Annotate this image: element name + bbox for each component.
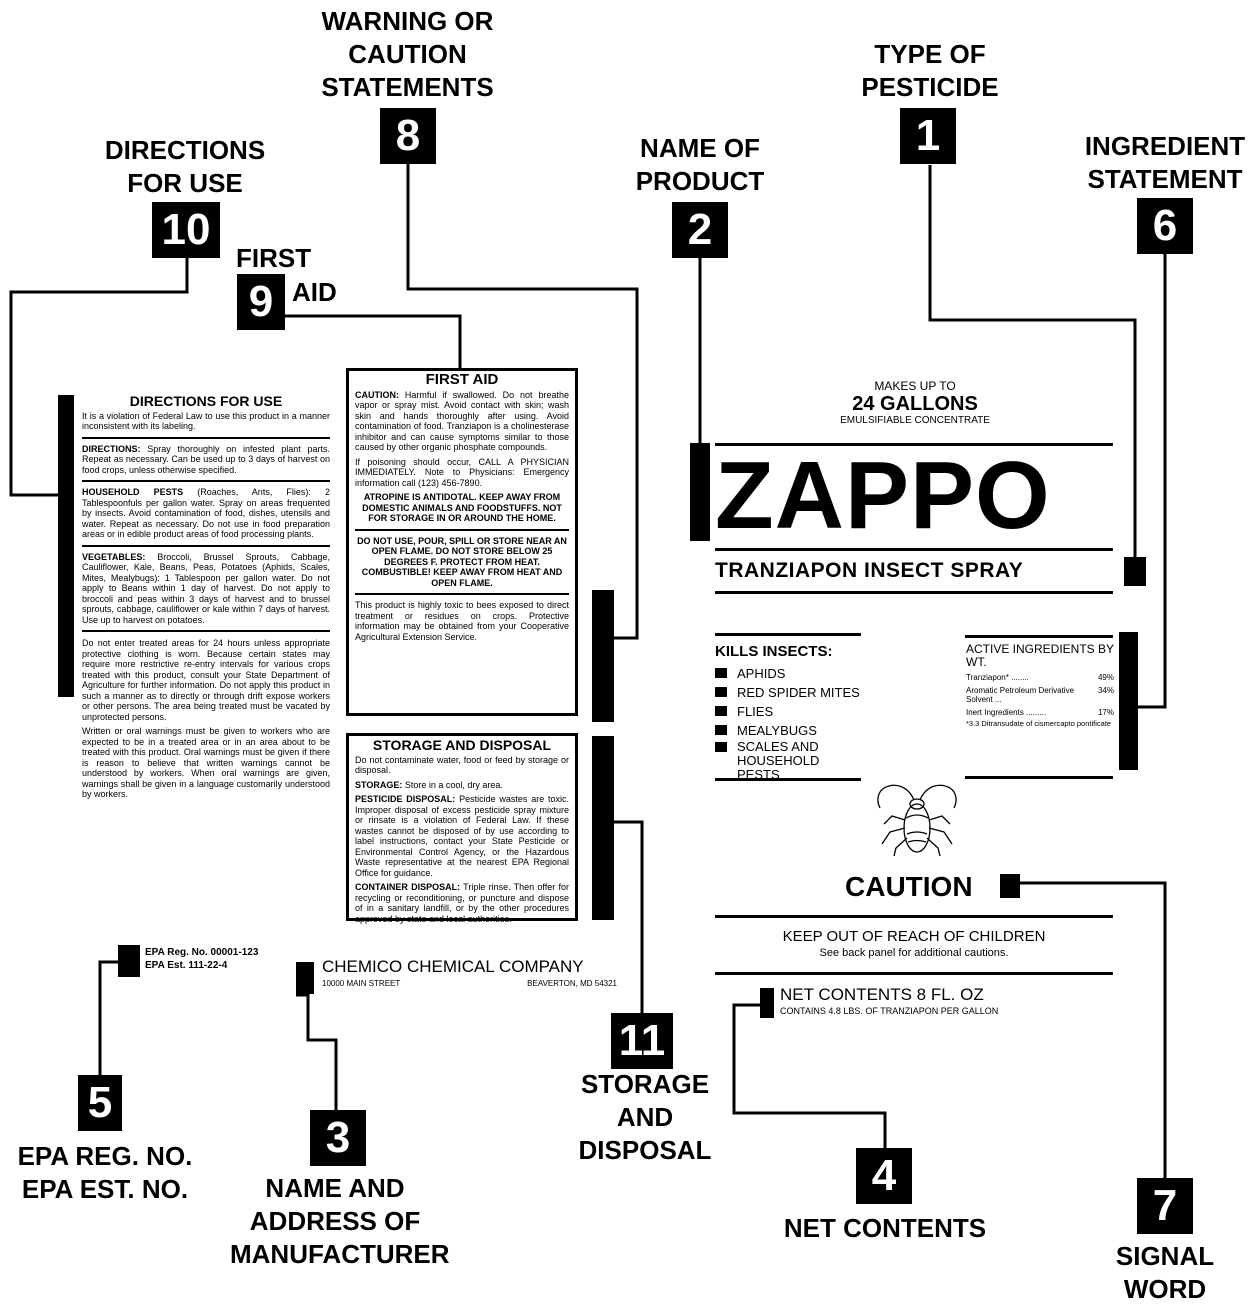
kills-item: APHIDS [715,664,875,683]
directions-bar [58,395,74,697]
household-head: HOUSEHOLD PESTS [82,487,183,497]
epa-bar [118,945,140,977]
kills-item: FLIES [715,702,875,721]
makes-up-to: MAKES UP TO [790,380,1040,393]
epa-block: EPA Reg. No. 00001-123 EPA Est. 111-22-4 [145,946,258,972]
company-block: CHEMICO CHEMICAL COMPANY 10000 MAIN STRE… [322,957,617,988]
signal-word: CAUTION [845,870,973,904]
ingredients-title: ACTIVE INGREDIENTS BY WT. [966,643,1114,669]
callout-10-number: 10 [152,202,220,258]
net-contents-block: NET CONTENTS 8 FL. OZ CONTAINS 4.8 LBS. … [780,985,1120,1017]
pesticide-disposal-text: Pesticide wastes are toxic. Improper dis… [355,794,569,878]
first-aid-caution-head: CAUTION: [355,390,399,400]
storage-title: STORAGE AND DISPOSAL [355,740,569,751]
callout-3-number: 3 [310,1110,366,1166]
rule [715,972,1113,975]
net-contents-sub: CONTAINS 4.8 LBS. OF TRANZIAPON PER GALL… [780,1005,1120,1017]
callout-7-number: 7 [1137,1178,1193,1234]
product-header: MAKES UP TO 24 GALLONS EMULSIFIABLE CONC… [790,380,1040,427]
insect-icon [870,778,965,858]
callout-9-label-side: AID [292,276,352,309]
type-bar [1124,557,1146,586]
first-aid-title: FIRST AID [355,375,569,386]
net-contents-main: NET CONTENTS 8 FL. OZ [780,985,1120,1005]
callout-8-number: 8 [380,108,436,164]
storage-bar [592,736,614,920]
kills-item: SCALES AND HOUSEHOLD PESTS [715,740,855,782]
container-disposal-head: CONTAINER DISPOSAL: [355,882,460,892]
callout-9-number: 9 [237,274,285,330]
kills-item: MEALYBUGS [715,721,875,740]
ingredient-row: Aromatic Petroleum Derivative Solvent ..… [966,686,1114,704]
ingredient-bar [1119,632,1138,770]
keep-out-block: KEEP OUT OF REACH OF CHILDREN See back p… [715,928,1113,960]
entry-text: Do not enter treated areas for 24 hours … [82,638,330,722]
callout-4-number: 4 [856,1148,912,1204]
callout-1-number: 1 [900,108,956,164]
product-type: EMULSIFIABLE CONCENTRATE [790,415,1040,427]
warning-bar [592,590,614,722]
callout-4-label: NET CONTENTS [760,1212,1010,1245]
kills-title: KILLS INSECTS: [715,642,875,662]
first-aid-flame: DO NOT USE, POUR, SPILL OR STORE NEAR AN… [355,536,569,589]
signal-bar [1000,874,1020,898]
rule [715,548,1113,551]
rule [715,591,1113,594]
rule [715,778,861,781]
kills-list: KILLS INSECTS: APHIDS RED SPIDER MITES F… [715,642,875,782]
rule [965,635,1113,638]
first-aid-panel: FIRST AID CAUTION: Harmful if swallowed.… [346,368,578,716]
rule [965,776,1113,779]
directions-head: DIRECTIONS: [82,444,141,454]
callout-5-number: 5 [78,1075,122,1131]
callout-9-label-top: FIRST [236,242,326,275]
storage-intro: Do not contaminate water, food or feed b… [355,755,569,776]
company-bar [296,962,314,994]
rule [715,633,861,636]
oral-text: Written or oral warnings must be given t… [82,726,330,800]
vegetables-text: Broccoli, Brussel Sprouts, Cabbage, Caul… [82,552,330,625]
pesticide-disposal-head: PESTICIDE DISPOSAL: [355,794,455,804]
ingredients-note: *3.3 Ditransudate of cismercapto pontifi… [966,719,1114,728]
keep-out-main: KEEP OUT OF REACH OF CHILDREN [715,928,1113,946]
ingredient-row: Inert Ingredients .........17% [966,708,1114,717]
epa-reg: EPA Reg. No. 00001-123 [145,946,258,959]
product-subtitle: TRANZIAPON INSECT SPRAY [715,558,1023,584]
product-name: ZAPPO [715,446,1115,546]
callout-5-label: EPA REG. NO.EPA EST. NO. [5,1140,205,1206]
company-name: CHEMICO CHEMICAL COMPANY [322,957,617,977]
company-city: BEAVERTON, MD 54321 [527,979,617,988]
directions-panel: DIRECTIONS FOR USE It is a violation of … [82,396,330,804]
company-street: 10000 MAIN STREET [322,979,400,988]
ingredient-row: Tranziapon* ........49% [966,673,1114,682]
product-name-bar [690,443,710,541]
callout-3-label: NAME ANDADDRESS OFMANUFACTURER [230,1172,440,1271]
directions-title: DIRECTIONS FOR USE [82,396,330,407]
kills-item: RED SPIDER MITES [715,683,875,702]
first-aid-bees: This product is highly toxic to bees exp… [355,600,569,642]
ingredients-block: ACTIVE INGREDIENTS BY WT. Tranziapon* ..… [966,643,1114,728]
first-aid-poison: If poisoning should occur, CALL A PHYSIC… [355,457,569,489]
storage-panel: STORAGE AND DISPOSAL Do not contaminate … [346,733,578,921]
callout-6-number: 6 [1137,198,1193,254]
net-contents-bar [760,988,774,1018]
storage-text: Store in a cool, dry area. [402,780,503,790]
callout-11-number: 11 [611,1013,673,1069]
keep-out-sub: See back panel for additional cautions. [715,946,1113,960]
first-aid-atropine: ATROPINE IS ANTIDOTAL. KEEP AWAY FROM DO… [355,492,569,524]
gallons: 24 GALLONS [790,393,1040,415]
rule [715,915,1113,918]
vegetables-head: VEGETABLES: [82,552,145,562]
storage-head: STORAGE: [355,780,402,790]
epa-est: EPA Est. 111-22-4 [145,959,258,972]
callout-2-number: 2 [672,202,728,258]
directions-intro: It is a violation of Federal Law to use … [82,411,330,432]
